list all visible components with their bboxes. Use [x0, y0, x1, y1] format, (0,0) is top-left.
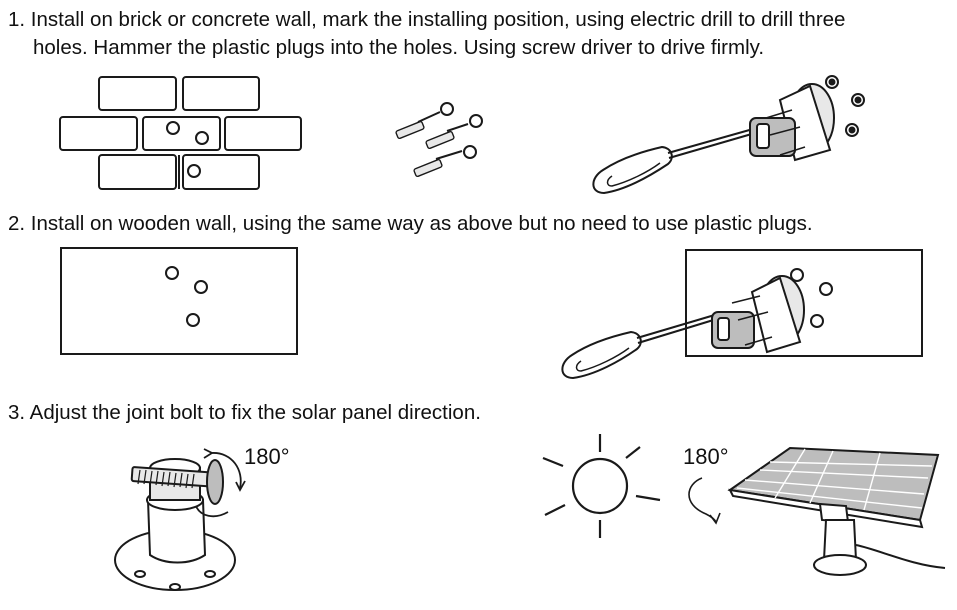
- step-1-text-line-2: holes. Hammer the plastic plugs into the…: [33, 36, 765, 59]
- drill-hole: [195, 131, 209, 145]
- wooden-wall-illustration: [60, 247, 298, 355]
- rotation-arrow-icon: [688, 477, 721, 525]
- joint-bolt-illustration: [114, 448, 246, 591]
- plastic-plugs-illustration: [395, 102, 483, 178]
- rotation-label-panel: 180°: [683, 444, 729, 469]
- wall-bracket-on-board-illustration: [685, 249, 923, 357]
- step-3-text: 3. Adjust the joint bolt to fix the sola…: [8, 401, 481, 424]
- solar-panel-illustration: [727, 446, 946, 576]
- rotation-label-bolt: 180°: [244, 444, 290, 469]
- brick-wall-illustration: [59, 76, 302, 190]
- screwdriver-icon: [592, 126, 763, 195]
- sun-icon: [542, 434, 661, 538]
- drill-hole: [166, 121, 180, 135]
- drill-hole: [187, 164, 201, 178]
- step-1-text-line-1: 1. Install on brick or concrete wall, ma…: [8, 8, 846, 31]
- step-2-text: 2. Install on wooden wall, using the sam…: [8, 212, 813, 235]
- wall-bracket-illustration: [749, 75, 865, 162]
- screwdriver-icon: [561, 313, 721, 380]
